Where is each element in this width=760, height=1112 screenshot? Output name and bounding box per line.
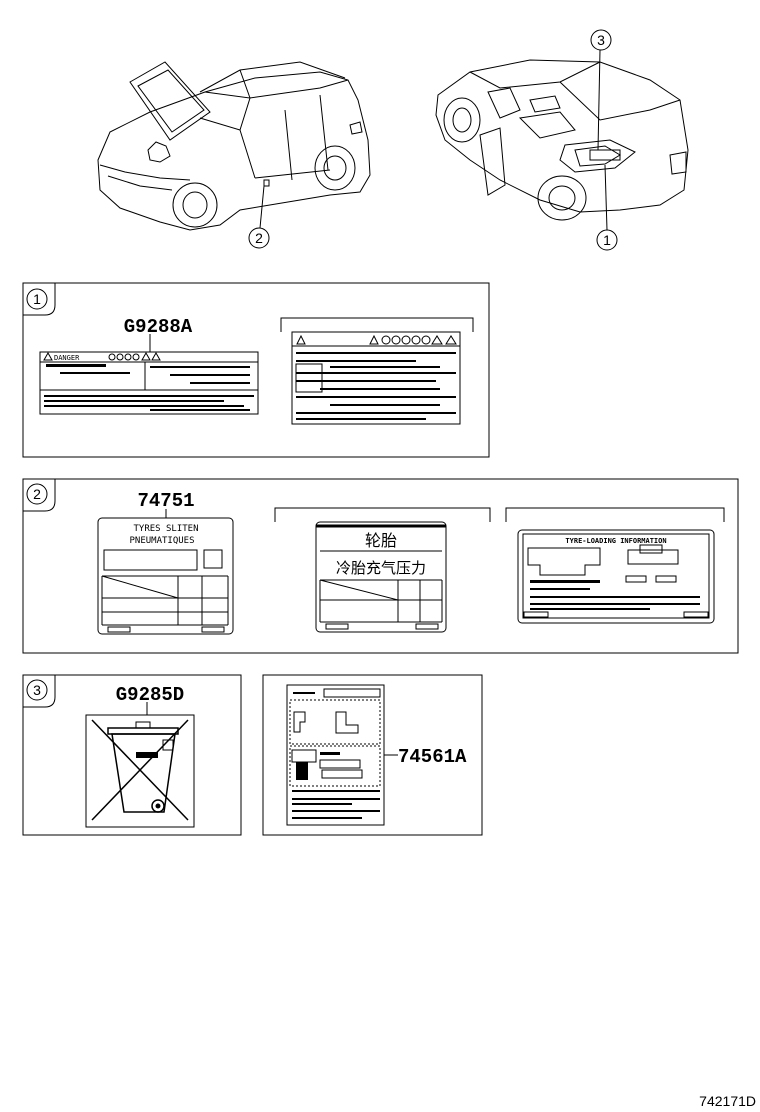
cn-line1-text: 轮胎 xyxy=(365,531,397,550)
box-group-1 xyxy=(22,282,490,458)
callout-3-top-text: 3 xyxy=(597,32,605,48)
part-number-g9288a: G9288A xyxy=(124,316,193,338)
label-g9288a-left xyxy=(39,334,259,415)
box-group-74561a xyxy=(262,674,483,836)
callout-circle-1 xyxy=(26,288,48,310)
crossed-bin-icon xyxy=(85,702,195,828)
label-74751-left xyxy=(97,509,234,635)
diagram-code: 742171D xyxy=(699,1093,756,1109)
car-front-illustration xyxy=(97,61,371,231)
box-2-tab xyxy=(23,479,56,512)
box-group-3 xyxy=(22,674,242,836)
cn-line2-text: 冷胎充气压力 xyxy=(336,559,426,577)
callout-circle-3-top xyxy=(590,29,612,51)
box-3-tab xyxy=(23,675,56,708)
callout-3-text: 3 xyxy=(33,682,41,698)
car-rear-illustration xyxy=(435,49,689,231)
box-group-2 xyxy=(22,478,739,654)
callout-1-text: 1 xyxy=(33,291,41,307)
part-number-g9285d: G9285D xyxy=(116,684,184,706)
callout-circle-1-top xyxy=(596,229,618,251)
label-g9288a-right xyxy=(280,317,474,425)
part-number-74751: 74751 xyxy=(137,490,194,512)
callout-circle-3 xyxy=(26,679,48,701)
callout-circle-2-top xyxy=(248,227,270,249)
callout-1-top-text: 1 xyxy=(603,232,611,248)
tire-loading-text: TYRE-LOADING INFORMATION xyxy=(565,537,666,545)
box-1-tab xyxy=(23,283,56,316)
label-74561a xyxy=(286,684,398,826)
label-74751-right xyxy=(505,507,725,624)
callout-2-top-text: 2 xyxy=(255,230,263,246)
danger-text: DANGER xyxy=(54,354,80,362)
callout-circle-2 xyxy=(26,483,48,505)
tyres-line2-text: PNEUMATIQUES xyxy=(129,536,194,546)
part-number-74561a: 74561A xyxy=(398,746,467,768)
tyres-line1-text: TYRES SLITEN xyxy=(133,524,198,534)
callout-2-text: 2 xyxy=(33,486,41,502)
label-74751-middle xyxy=(274,507,491,633)
